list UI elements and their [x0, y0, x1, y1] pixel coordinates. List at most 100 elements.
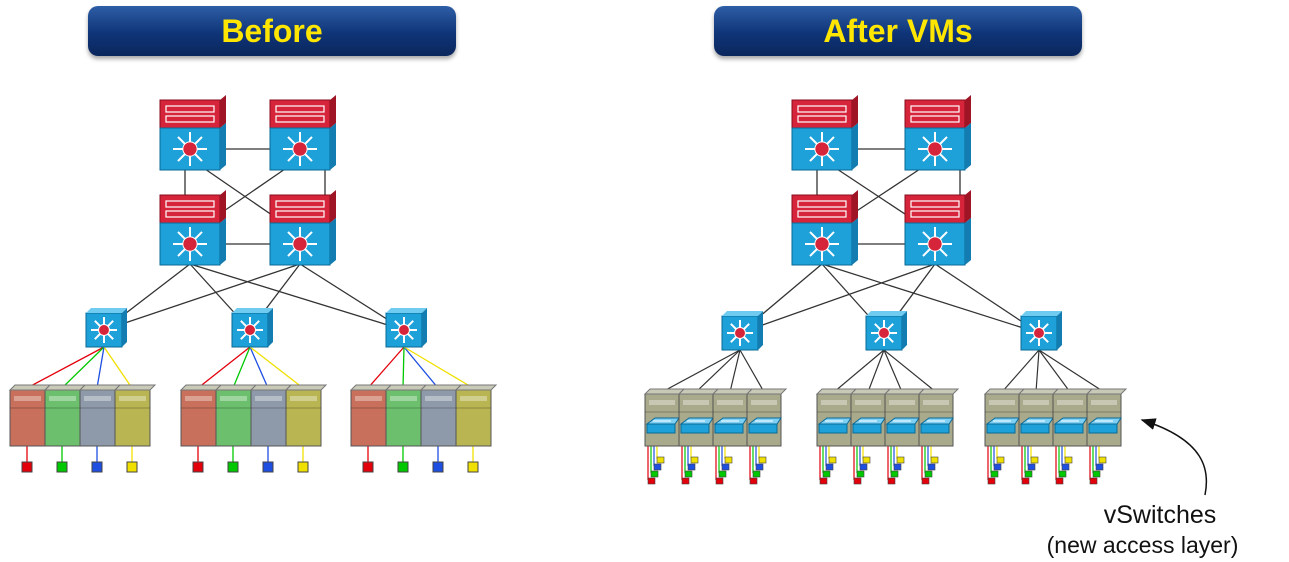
vswitch-icon	[985, 417, 1020, 434]
core-switch-icon	[904, 95, 971, 171]
vm-icon	[749, 477, 758, 485]
vm-icon	[1058, 470, 1067, 478]
uplink-line	[1001, 349, 1040, 393]
vm-icon	[126, 461, 138, 473]
vm-icon	[755, 463, 764, 471]
access-switch-icon	[721, 311, 763, 351]
vm-icon	[927, 463, 936, 471]
vm-icon	[996, 456, 1005, 464]
link-line	[739, 263, 936, 334]
vswitch-icon	[817, 417, 852, 434]
vm-icon	[896, 456, 905, 464]
core-switch-icon	[791, 95, 858, 171]
core-switch-icon	[269, 190, 336, 266]
uplink-line	[883, 349, 937, 393]
vswitch-callout-label: vSwitches	[1103, 501, 1217, 529]
vm-icon	[930, 456, 939, 464]
uplink-line	[833, 349, 885, 393]
vm-icon	[1027, 463, 1036, 471]
vm-link-line	[403, 346, 474, 389]
server-icon	[349, 384, 393, 447]
vm-icon	[859, 463, 868, 471]
server-icon	[419, 384, 463, 447]
vswitch-icon	[713, 417, 748, 434]
vm-icon	[921, 477, 930, 485]
server-icon	[179, 384, 223, 447]
access-switch-icon	[231, 308, 273, 348]
vm-icon	[752, 470, 761, 478]
vm-icon	[715, 477, 724, 485]
uplink-line	[1038, 349, 1071, 393]
vm-icon	[262, 461, 274, 473]
vm-icon	[690, 456, 699, 464]
core-switch-icon	[159, 95, 226, 171]
server-icon	[384, 384, 428, 447]
vm-icon	[467, 461, 479, 473]
server-icon	[284, 384, 328, 447]
server-icon	[8, 384, 52, 447]
vm-icon	[432, 461, 444, 473]
after-title-banner: After VMs	[714, 6, 1082, 56]
vm-link-line	[249, 346, 304, 389]
uplink-line	[867, 349, 885, 393]
vm-icon	[924, 470, 933, 478]
uplink-line	[739, 349, 765, 393]
vm-link-line	[197, 346, 251, 389]
vm-icon	[893, 463, 902, 471]
vm-icon	[856, 470, 865, 478]
vm-icon	[1098, 456, 1107, 464]
vm-icon	[1089, 477, 1098, 485]
vswitch-icon	[679, 417, 714, 434]
before-title: Before	[221, 12, 323, 49]
vm-icon	[718, 470, 727, 478]
vm-icon	[647, 477, 656, 485]
vm-icon	[21, 461, 33, 473]
vm-icon	[890, 470, 899, 478]
vm-icon	[297, 461, 309, 473]
vm-link-line	[103, 346, 133, 389]
vm-icon	[862, 456, 871, 464]
vswitch-callout-sublabel: (new access layer)	[1046, 532, 1239, 558]
vm-link-line	[367, 346, 405, 389]
vm-icon	[56, 461, 68, 473]
vm-icon	[1061, 463, 1070, 471]
vm-icon	[656, 456, 665, 464]
uplink-line	[661, 349, 741, 393]
vm-link-line	[403, 346, 439, 389]
vm-icon	[887, 477, 896, 485]
vm-icon	[819, 477, 828, 485]
after-title: After VMs	[823, 12, 973, 49]
vm-link-line	[96, 346, 105, 389]
vm-icon	[853, 477, 862, 485]
server-icon	[113, 384, 157, 447]
core-switch-icon	[159, 190, 226, 266]
vm-icon	[1021, 477, 1030, 485]
access-switch-icon	[865, 311, 907, 351]
vm-icon	[227, 461, 239, 473]
vswitch-icon	[1087, 417, 1122, 434]
vm-icon	[1024, 470, 1033, 478]
vm-icon	[91, 461, 103, 473]
uplink-line	[695, 349, 741, 393]
before-title-banner: Before	[88, 6, 456, 56]
core-switch-icon	[791, 190, 858, 266]
vm-link-line	[26, 346, 105, 389]
vm-link-line	[402, 346, 405, 389]
vm-icon	[822, 470, 831, 478]
core-switch-icon	[269, 95, 336, 171]
vm-icon	[993, 463, 1002, 471]
link-line	[103, 263, 301, 331]
vm-icon	[1064, 456, 1073, 464]
vswitch-icon	[885, 417, 920, 434]
vm-icon	[653, 463, 662, 471]
vm-icon	[987, 477, 996, 485]
callout-arrow	[1140, 418, 1208, 496]
server-icon	[454, 384, 498, 447]
vm-icon	[758, 456, 767, 464]
link-line	[821, 263, 1040, 334]
vswitch-icon	[919, 417, 954, 434]
vm-icon	[1030, 456, 1039, 464]
vm-icon	[684, 470, 693, 478]
vm-icon	[192, 461, 204, 473]
core-switch-icon	[904, 190, 971, 266]
